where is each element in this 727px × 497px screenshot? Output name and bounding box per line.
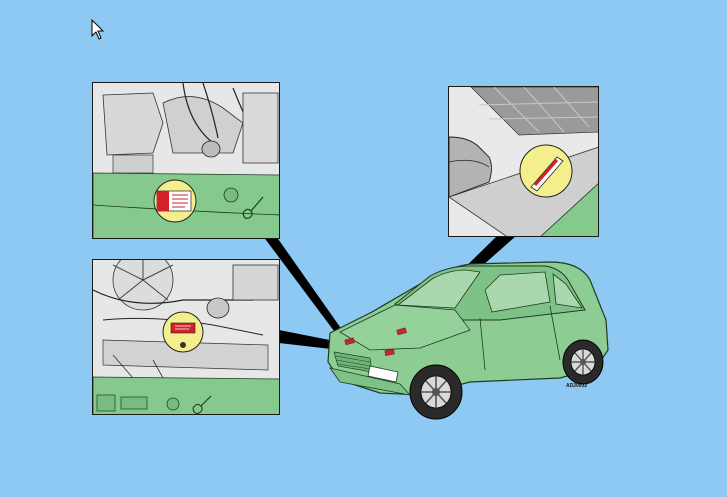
cursor-arrow-icon xyxy=(91,19,105,40)
side-window-rear xyxy=(552,273,583,309)
engine-bay-detail-drawing xyxy=(93,83,279,238)
figure-reference-code: AD20932 xyxy=(566,383,588,389)
detail-panel-cowl xyxy=(448,86,599,237)
label-marker-cowl xyxy=(396,327,407,336)
detail-panel-engine-bay-bottom xyxy=(92,259,280,415)
callout-line-top-left xyxy=(263,236,352,347)
engine-detail-drawing xyxy=(93,260,279,414)
windshield xyxy=(396,269,481,309)
rear-wheel xyxy=(562,339,604,385)
detail-panel-engine-bay-top xyxy=(92,82,280,239)
cowl-detail-drawing xyxy=(449,87,598,236)
label-marker-hood xyxy=(384,348,395,356)
side-window-front xyxy=(484,271,551,313)
headlight xyxy=(367,365,399,383)
car-hood xyxy=(339,304,471,351)
front-wheel xyxy=(409,364,463,420)
label-marker-front xyxy=(344,337,355,346)
door-lines xyxy=(479,305,561,371)
